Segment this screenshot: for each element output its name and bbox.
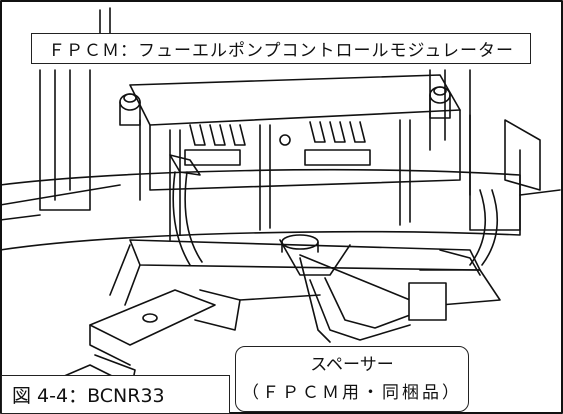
lower-bracket <box>129 239 481 271</box>
spacer-marker <box>408 282 447 321</box>
figure-label: 図 4-4：BCNR33 <box>1 375 230 414</box>
bracket-plate <box>89 289 216 346</box>
callout-line1: スペーサー <box>310 355 394 375</box>
spacer-callout: スペーサー （ＦＰＣＭ用・同梱品） <box>235 346 469 412</box>
spacer-mount <box>279 239 351 276</box>
title-label: ＦＰＣＭ：フューエルポンプコントロールモジュレーター <box>31 33 531 64</box>
module-top <box>129 74 461 126</box>
strap-band <box>0 168 521 251</box>
callout-line2: （ＦＰＣＭ用・同梱品） <box>242 383 462 403</box>
left-body-panel <box>39 69 91 211</box>
title-text: ＦＰＣＭ：フューエルポンプコントロールモジュレーター <box>48 41 514 61</box>
right-body-panel <box>469 69 521 231</box>
figure-label-text: 図 4-4：BCNR33 <box>12 385 165 407</box>
leader-line <box>299 254 411 301</box>
